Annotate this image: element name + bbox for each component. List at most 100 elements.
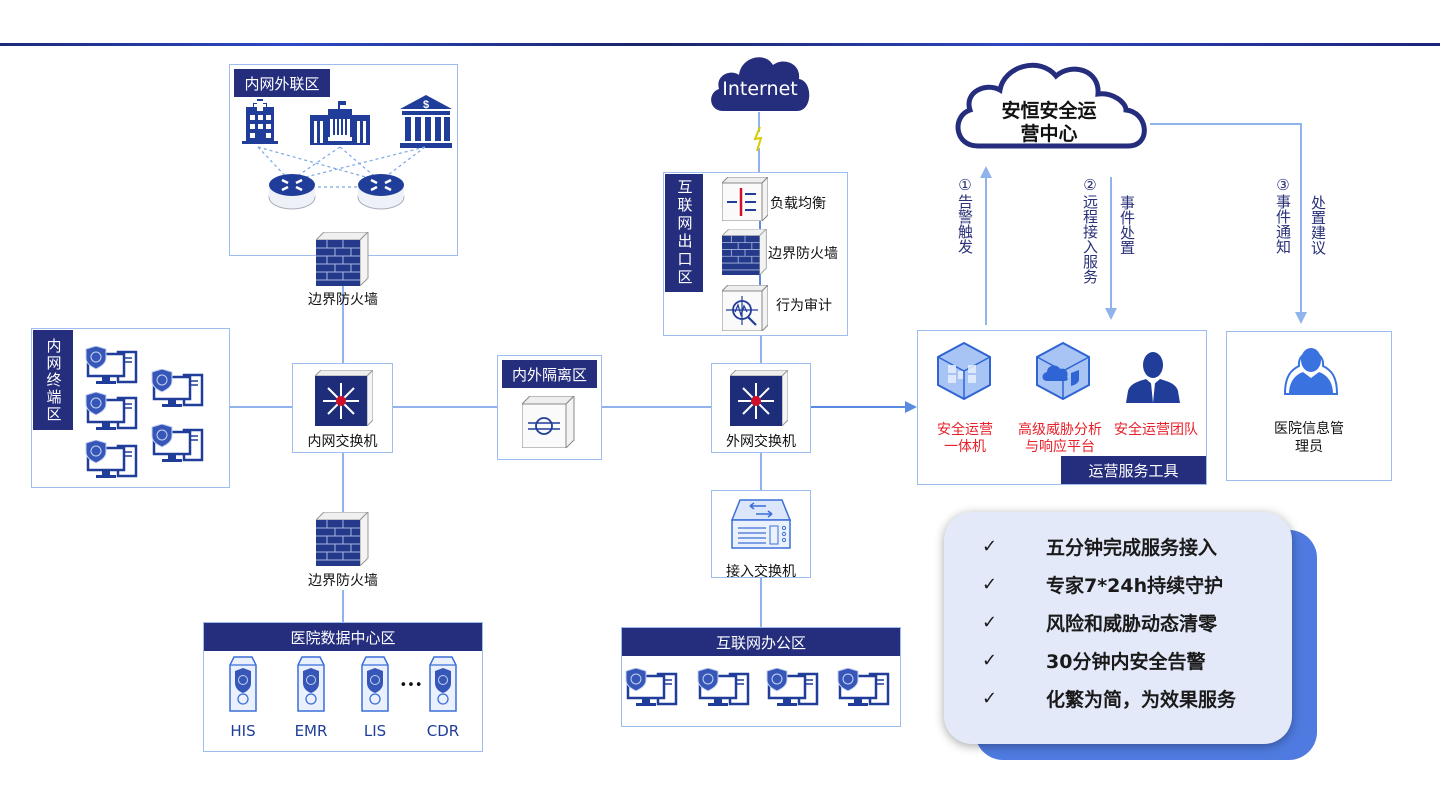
feature-item: ✓专家7*24h持续守护 [982,571,1223,598]
connector [758,148,760,174]
router-icon [268,174,316,210]
connector [758,112,760,132]
threat-platform-icon [1036,341,1090,401]
flow-remote-text: ②远程接入服务 [1081,176,1099,284]
ops-tools-box: 安全运营 一体机 高级威胁分析 与响应平台 安全运营团队 运营服务工具 [917,330,1207,485]
access-switch-icon [730,499,792,549]
admin-label-line1: 医院信息管 [1274,421,1344,437]
feature-text: 风险和威胁动态清零 [1046,613,1218,635]
firewall-label: 边界防火墙 [308,292,378,308]
server-label: CDR [426,722,460,740]
check-icon: ✓ [982,574,998,595]
connector [760,578,762,628]
firewall-icon [316,232,369,286]
flow-advice-text: 处置建议 [1309,195,1327,255]
zone-external-link: 内网外联区 $ [229,64,458,256]
ops-item-2-line2: 与响应平台 [1025,439,1095,455]
ops-tools-title: 运营服务工具 [1061,456,1206,484]
external-switch-label: 外网交换机 [726,434,796,450]
protected-pc-icon [150,424,206,464]
check-icon: ✓ [982,536,998,557]
arrow-down-icon [1105,308,1117,320]
access-switch-label: 接入交换机 [726,564,796,580]
check-icon: ✓ [982,612,998,633]
switch-icon [730,370,788,426]
gatekeeper-icon [522,396,575,448]
ops-item-2-line1: 高级威胁分析 [1018,422,1102,438]
protected-pc-icon [84,346,140,386]
connector [810,406,908,408]
load-balancer-icon [722,177,768,221]
hospital-icon [242,99,278,144]
internal-switch-label: 内网交换机 [307,434,378,450]
feature-item: ✓ 30分钟内安全告警 [982,647,1205,674]
connector [342,452,344,512]
server-label: LIS [363,722,387,740]
zone-title: 内网外联区 [234,69,330,97]
feature-text: 30分钟内安全告警 [1046,651,1206,673]
ops-item-3-line1: 安全运营团队 [1114,422,1198,438]
server-icon [228,655,258,713]
flow-remote-label: ②远程接入服务 [1080,176,1099,284]
protected-pc-icon [624,668,680,708]
server-label: HIS [230,722,256,740]
connector [601,406,711,408]
connector [342,590,344,623]
zone-title: 内外隔离区 [502,360,597,388]
external-switch-box [711,363,811,453]
flow-notify-label: ③事件通知 [1273,176,1292,254]
connector [392,406,498,408]
alert-arrow-line [985,175,987,325]
feature-text: 化繁为简，为效果服务 [1046,689,1237,711]
switch-icon [315,370,373,426]
person-icon [1126,352,1180,403]
zone-title-text: 互联网出口区 [675,179,694,287]
load-balancer-label: 负载均衡 [770,196,826,212]
ops-item-1-line1: 安全运营 [937,422,993,438]
server-label: EMR [294,722,328,740]
protected-pc-icon [765,668,821,708]
zone-title: 医院数据中心区 [204,623,482,651]
connector [760,335,762,365]
server-icon [296,655,326,713]
features-card [944,512,1292,744]
flow-handling-label: 事件处置 [1117,195,1136,255]
svg-text:$: $ [423,99,429,111]
connector [229,406,293,408]
behavior-audit-icon [722,285,768,331]
firewall-icon [722,229,767,275]
check-icon: ✓ [982,688,998,709]
flow-alert-text: ①告警触发 [956,176,974,254]
admin-label-line2: 理员 [1295,439,1323,455]
zone-title: 内网终端区 [33,330,73,430]
behavior-audit-label: 行为审计 [776,298,832,314]
arrow-right-icon [905,401,917,413]
flow-handling-text: 事件处置 [1118,195,1136,255]
feature-text: 五分钟完成服务接入 [1046,537,1218,559]
check-icon: ✓ [982,650,998,671]
flow-notify-text: ③事件通知 [1274,176,1292,254]
server-icon [428,655,458,713]
zone-isolation: 内外隔离区 [497,355,602,460]
zone-title: 互联网出口区 [665,174,703,292]
protected-pc-icon [836,668,892,708]
zone-title-text: 内网终端区 [44,337,63,423]
protected-pc-icon [84,392,140,432]
notify-arrow-line [1300,123,1302,315]
connector [342,283,344,365]
soc-title-line1: 安恒安全运 [1001,100,1097,122]
feature-item: ✓ 五分钟完成服务接入 [982,533,1217,560]
internet-label: Internet [722,78,798,100]
internet-cloud-icon [711,57,810,111]
server-icon [360,655,390,713]
flow-alert-label: ①告警触发 [955,176,974,254]
government-building-icon [310,101,370,145]
protected-pc-icon [696,668,752,708]
admin-person-icon [1283,348,1339,395]
feature-item: ✓ 风险和威胁动态清零 [982,609,1217,636]
top-divider-line [0,43,1440,46]
feature-item: ✓ 化繁为简，为效果服务 [982,685,1236,712]
security-appliance-icon [937,341,991,401]
protected-pc-icon [84,440,140,480]
admin-box: 医院信息管 理员 [1226,331,1392,481]
